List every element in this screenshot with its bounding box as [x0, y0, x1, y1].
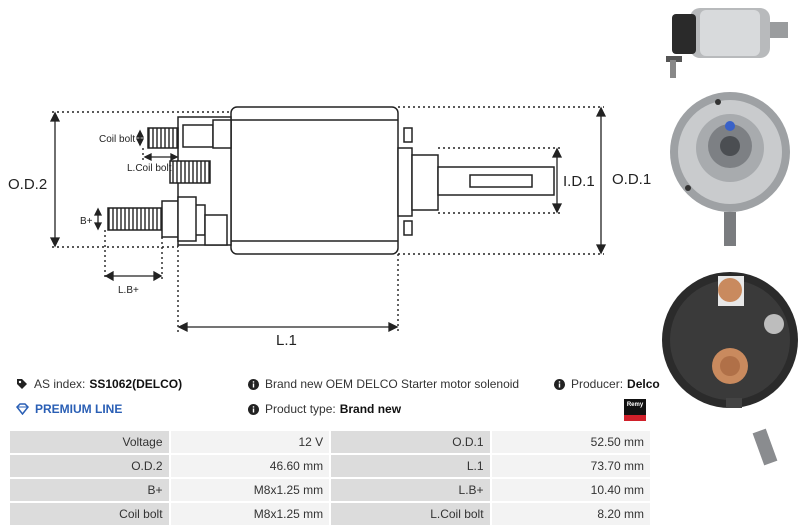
solenoid-body	[230, 106, 399, 255]
premium-line-label: PREMIUM LINE	[35, 402, 123, 416]
as-index-value: SS1062(DELCO)	[89, 377, 183, 391]
description-row: Brand new OEM DELCO Starter motor soleno…	[248, 377, 519, 391]
spec-label: Voltage	[10, 431, 169, 453]
product-photo-back[interactable]	[662, 90, 798, 258]
battery-bolt	[107, 207, 163, 231]
od1-label: O.D.1	[612, 171, 651, 188]
coil-bolt	[147, 127, 179, 149]
info-icon	[248, 378, 259, 390]
as-index-label: AS index:	[34, 377, 86, 391]
spec-value: 12 V	[170, 431, 330, 453]
spec-value: M8x1.25 mm	[170, 503, 330, 525]
technical-drawing: O.D.2 O.D.1 I.D.1 L.1 L.B+ B+ Coil bolt …	[8, 106, 651, 349]
product-type-label: Product type:	[265, 402, 336, 416]
tag-icon	[17, 379, 27, 389]
spec-value: M8x1.25 mm	[170, 479, 330, 501]
producer-value: Delco	[627, 377, 660, 391]
diamond-icon	[16, 403, 29, 415]
spec-label: B+	[10, 479, 169, 501]
brand-logo: Remy	[624, 399, 646, 421]
spec-label: L.Coil bolt	[331, 503, 490, 525]
id1-label: I.D.1	[563, 173, 595, 190]
producer-label: Producer:	[571, 377, 624, 391]
description-text: Brand new OEM DELCO Starter motor soleno…	[265, 377, 520, 391]
spec-label: L.B+	[331, 479, 490, 501]
table-row: Coil bolt M8x1.25 mm L.Coil bolt 8.20 mm	[10, 503, 650, 525]
lb-label: L.B+	[118, 285, 139, 296]
table-row: B+ M8x1.25 mm L.B+ 10.40 mm	[10, 479, 650, 501]
brand-logo-text: Remy	[626, 402, 644, 408]
spec-label: L.1	[331, 455, 490, 477]
spec-label: O.D.1	[331, 431, 490, 453]
info-icon	[554, 378, 565, 390]
lcoil-bolt-label: L.Coil bolt	[127, 163, 172, 174]
spec-value: 8.20 mm	[491, 503, 650, 525]
bplus-label: B+	[80, 216, 93, 227]
producer-row: Producer: Delco	[554, 377, 660, 391]
product-photo-side[interactable]	[662, 0, 798, 90]
l1-label: L.1	[276, 332, 297, 349]
as-index-row: AS index: SS1062(DELCO)	[16, 377, 182, 391]
product-photo-terminals[interactable]	[662, 262, 798, 470]
product-type-row: Product type: Brand new	[248, 402, 401, 416]
table-row: Voltage 12 V O.D.1 52.50 mm	[10, 431, 650, 453]
product-type-value: Brand new	[339, 402, 402, 416]
spec-value: 10.40 mm	[491, 479, 650, 501]
spec-value: 73.70 mm	[491, 455, 650, 477]
premium-line-row: PREMIUM LINE	[16, 402, 122, 416]
specs-table: Voltage 12 V O.D.1 52.50 mm O.D.2 46.60 …	[8, 429, 652, 527]
od2-label: O.D.2	[8, 176, 47, 193]
coil-bolt-label: Coil bolt	[99, 134, 135, 145]
info-icon	[248, 403, 259, 415]
spec-label: Coil bolt	[10, 503, 169, 525]
spec-value: 52.50 mm	[491, 431, 650, 453]
spec-value: 46.60 mm	[170, 455, 330, 477]
spec-label: O.D.2	[10, 455, 169, 477]
table-row: O.D.2 46.60 mm L.1 73.70 mm	[10, 455, 650, 477]
